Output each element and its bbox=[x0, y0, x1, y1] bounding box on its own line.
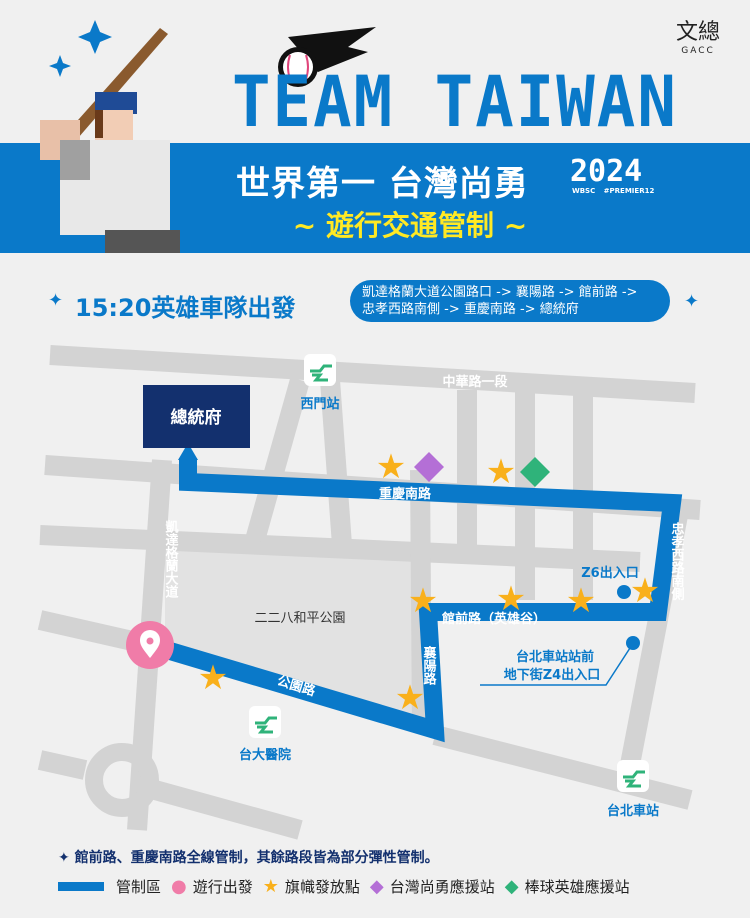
mrt-station-ximen[interactable]: 西門站 bbox=[300, 354, 340, 412]
sparkle-icon: ✦ bbox=[48, 290, 64, 311]
batter-illustration bbox=[40, 20, 180, 253]
arrow-icon bbox=[178, 443, 198, 460]
controlled-route bbox=[147, 458, 683, 743]
bat-icon bbox=[62, 28, 168, 145]
sparkle-icon: ✦ bbox=[684, 291, 700, 312]
legend-item-controlled: 管制區 bbox=[58, 876, 161, 897]
exit-z4-label-1: 台北車站站前 bbox=[516, 649, 594, 665]
legend-label: 棒球英雄應援站 bbox=[524, 878, 630, 896]
flag-point-star-icon: ★ bbox=[408, 581, 438, 621]
flag-point-star-icon: ★ bbox=[376, 447, 406, 487]
flag-point-star-icon: ★ bbox=[496, 579, 526, 619]
mrt-station-taipei-main[interactable]: 台北車站 bbox=[607, 760, 659, 819]
legend-item-hero-station: ◆ 棒球英雄應援站 bbox=[505, 876, 630, 897]
legend-label: 旗幟發放點 bbox=[284, 878, 360, 896]
exit-z4-leader bbox=[480, 647, 631, 686]
exit-z6-label: Z6出入口 bbox=[581, 565, 638, 581]
legend-label: 台灣尚勇應援站 bbox=[389, 878, 495, 896]
flag-point-star-icon: ★ bbox=[395, 678, 425, 718]
exit-z4-dot bbox=[626, 636, 640, 650]
note-text: 館前路、重慶南路全線管制，其餘路段皆為部分彈性管制。 bbox=[74, 850, 439, 866]
station-label: 台北車站 bbox=[607, 803, 659, 819]
flag-point-star-icon: ★ bbox=[630, 571, 660, 611]
road-label-chongqing: 重慶南路 bbox=[379, 486, 432, 502]
location-pin-icon: ● bbox=[171, 876, 187, 897]
sparkle-icon bbox=[49, 55, 71, 77]
legend-item-flag: ★ 旗幟發放點 bbox=[263, 876, 360, 897]
page-title: TEAM TAIWAN bbox=[232, 62, 678, 144]
road-label-ketagalan: 凱達格蘭大道 bbox=[163, 519, 179, 599]
route-line-1: 凱達格蘭大道公園路口 -> 襄陽路 -> 館前路 -> bbox=[362, 285, 638, 300]
subtitle: 世界第一 台灣尚勇 bbox=[236, 164, 529, 204]
presidential-office bbox=[143, 385, 250, 448]
flag-point-star-icon: ★ bbox=[486, 452, 516, 492]
sparkle-icon: ✦ bbox=[58, 850, 75, 866]
station-label: 台大醫院 bbox=[239, 747, 291, 763]
road-label-guanqian: 館前路（英雄谷） bbox=[442, 611, 546, 627]
baseball-comet-icon bbox=[278, 27, 376, 87]
roundabout bbox=[85, 743, 159, 817]
flag-point-star-icon: ★ bbox=[566, 581, 596, 621]
mrt-stations: 西門站 台大醫院 台北車站 bbox=[239, 354, 659, 819]
headline: ~ 遊行交通管制 ~ bbox=[292, 209, 528, 242]
destination-label: 總統府 bbox=[171, 407, 222, 428]
departure-time: 15:20英雄車隊出發 bbox=[75, 294, 296, 322]
parade-start-pin bbox=[126, 621, 174, 669]
sparkle-icon bbox=[78, 20, 112, 54]
diamond-icon: ◆ bbox=[504, 876, 519, 897]
year: 2024 bbox=[570, 154, 643, 189]
route-line-2: 忠孝西路南側 -> 重慶南路 -> 總統府 bbox=[362, 302, 579, 317]
legend-label: 遊行出發 bbox=[192, 878, 253, 896]
park-label: 二二八和平公園 bbox=[254, 611, 345, 626]
logo-mark: 文總 bbox=[676, 20, 721, 45]
park-area bbox=[165, 545, 420, 722]
road-label-zhongxiao: 忠孝西路南側 bbox=[669, 521, 686, 601]
legend-item-start: ● 遊行出發 bbox=[171, 876, 253, 897]
logo-text: GACC bbox=[681, 46, 715, 56]
taiwan-support-station-diamond-icon bbox=[414, 452, 444, 482]
legend-item-taiwan-station: ◆ 台灣尚勇應援站 bbox=[370, 876, 495, 897]
diamond-icon: ◆ bbox=[369, 876, 384, 897]
map-legend: 管制區 ● 遊行出發 ★ 旗幟發放點 ◆ 台灣尚勇應援站 ◆ 棒球英雄應援站 bbox=[58, 876, 640, 897]
baseball-hero-station-diamond-icon bbox=[520, 457, 550, 487]
gacc-logo: 文總 GACC bbox=[676, 14, 720, 56]
route-summary: 凱達格蘭大道公園路口 -> 襄陽路 -> 館前路 -> 忠孝西路南側 -> 重慶… bbox=[350, 280, 670, 322]
control-note: ✦ 館前路、重慶南路全線管制，其餘路段皆為部分彈性管制。 bbox=[58, 847, 439, 867]
exit-z4-label-2: 地下街Z4出入口 bbox=[504, 667, 600, 683]
star-icon: ★ bbox=[262, 876, 279, 897]
flag-point-star-icon: ★ bbox=[198, 658, 228, 698]
mrt-station-ntuh[interactable]: 台大醫院 bbox=[239, 706, 291, 763]
event-tags: WBSC #PREMIER12 bbox=[572, 187, 655, 195]
legend-label: 管制區 bbox=[116, 878, 162, 896]
exit-z6-dot bbox=[617, 585, 631, 599]
station-label: 西門站 bbox=[300, 396, 339, 412]
route-swatch bbox=[58, 882, 104, 891]
road-label-zhonghua: 中華路一段 bbox=[442, 374, 507, 390]
road-label-xiangyang: 襄陽路 bbox=[421, 645, 438, 685]
